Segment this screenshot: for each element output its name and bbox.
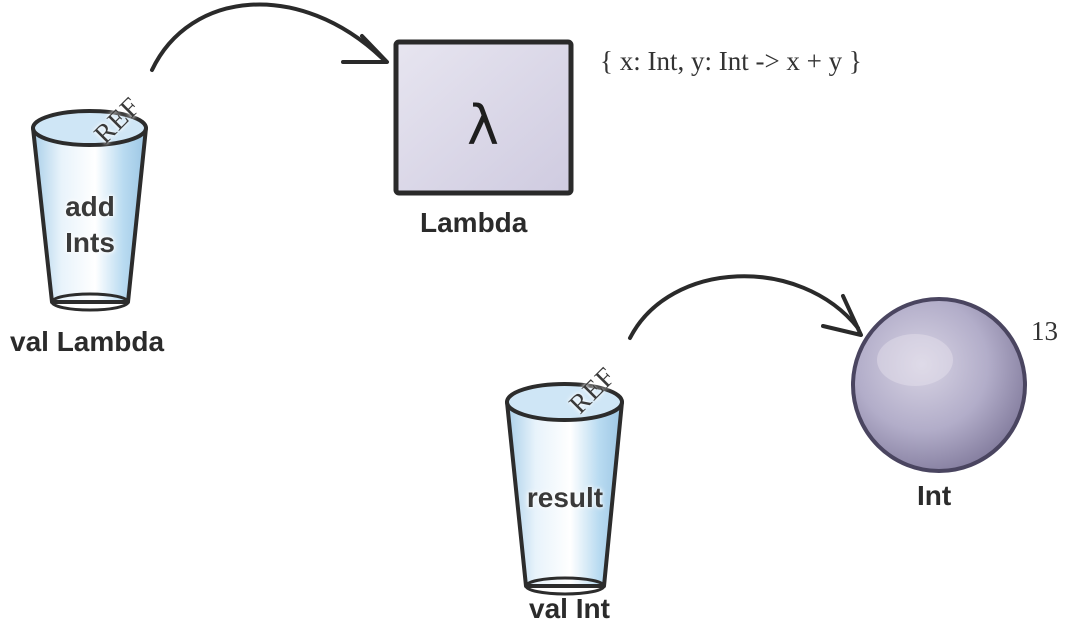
right-cup: [505, 382, 624, 596]
ref-arrow-right: [628, 274, 860, 340]
int-value: 13: [1031, 316, 1058, 346]
int-caption: Int: [917, 480, 952, 511]
left-cup: [31, 109, 148, 312]
int-ball: [851, 297, 1027, 473]
arrowhead-left: [341, 34, 389, 64]
lambda-code: { x: Int, y: Int -> x + y }: [600, 46, 862, 76]
ref-arrow-left: [150, 2, 384, 72]
cup-caption-left: val Lambda: [10, 326, 165, 357]
lambda-box: [393, 39, 574, 196]
cup-name-right: result: [526, 482, 604, 513]
lambda-symbol: λ: [467, 94, 499, 157]
cup-name-left-line2: Ints: [65, 227, 115, 258]
arrowhead-right: [821, 294, 863, 337]
cup-caption-right: val Int: [529, 593, 610, 624]
lambda-caption: Lambda: [420, 207, 528, 238]
cup-name-left-line1: add: [65, 191, 115, 222]
